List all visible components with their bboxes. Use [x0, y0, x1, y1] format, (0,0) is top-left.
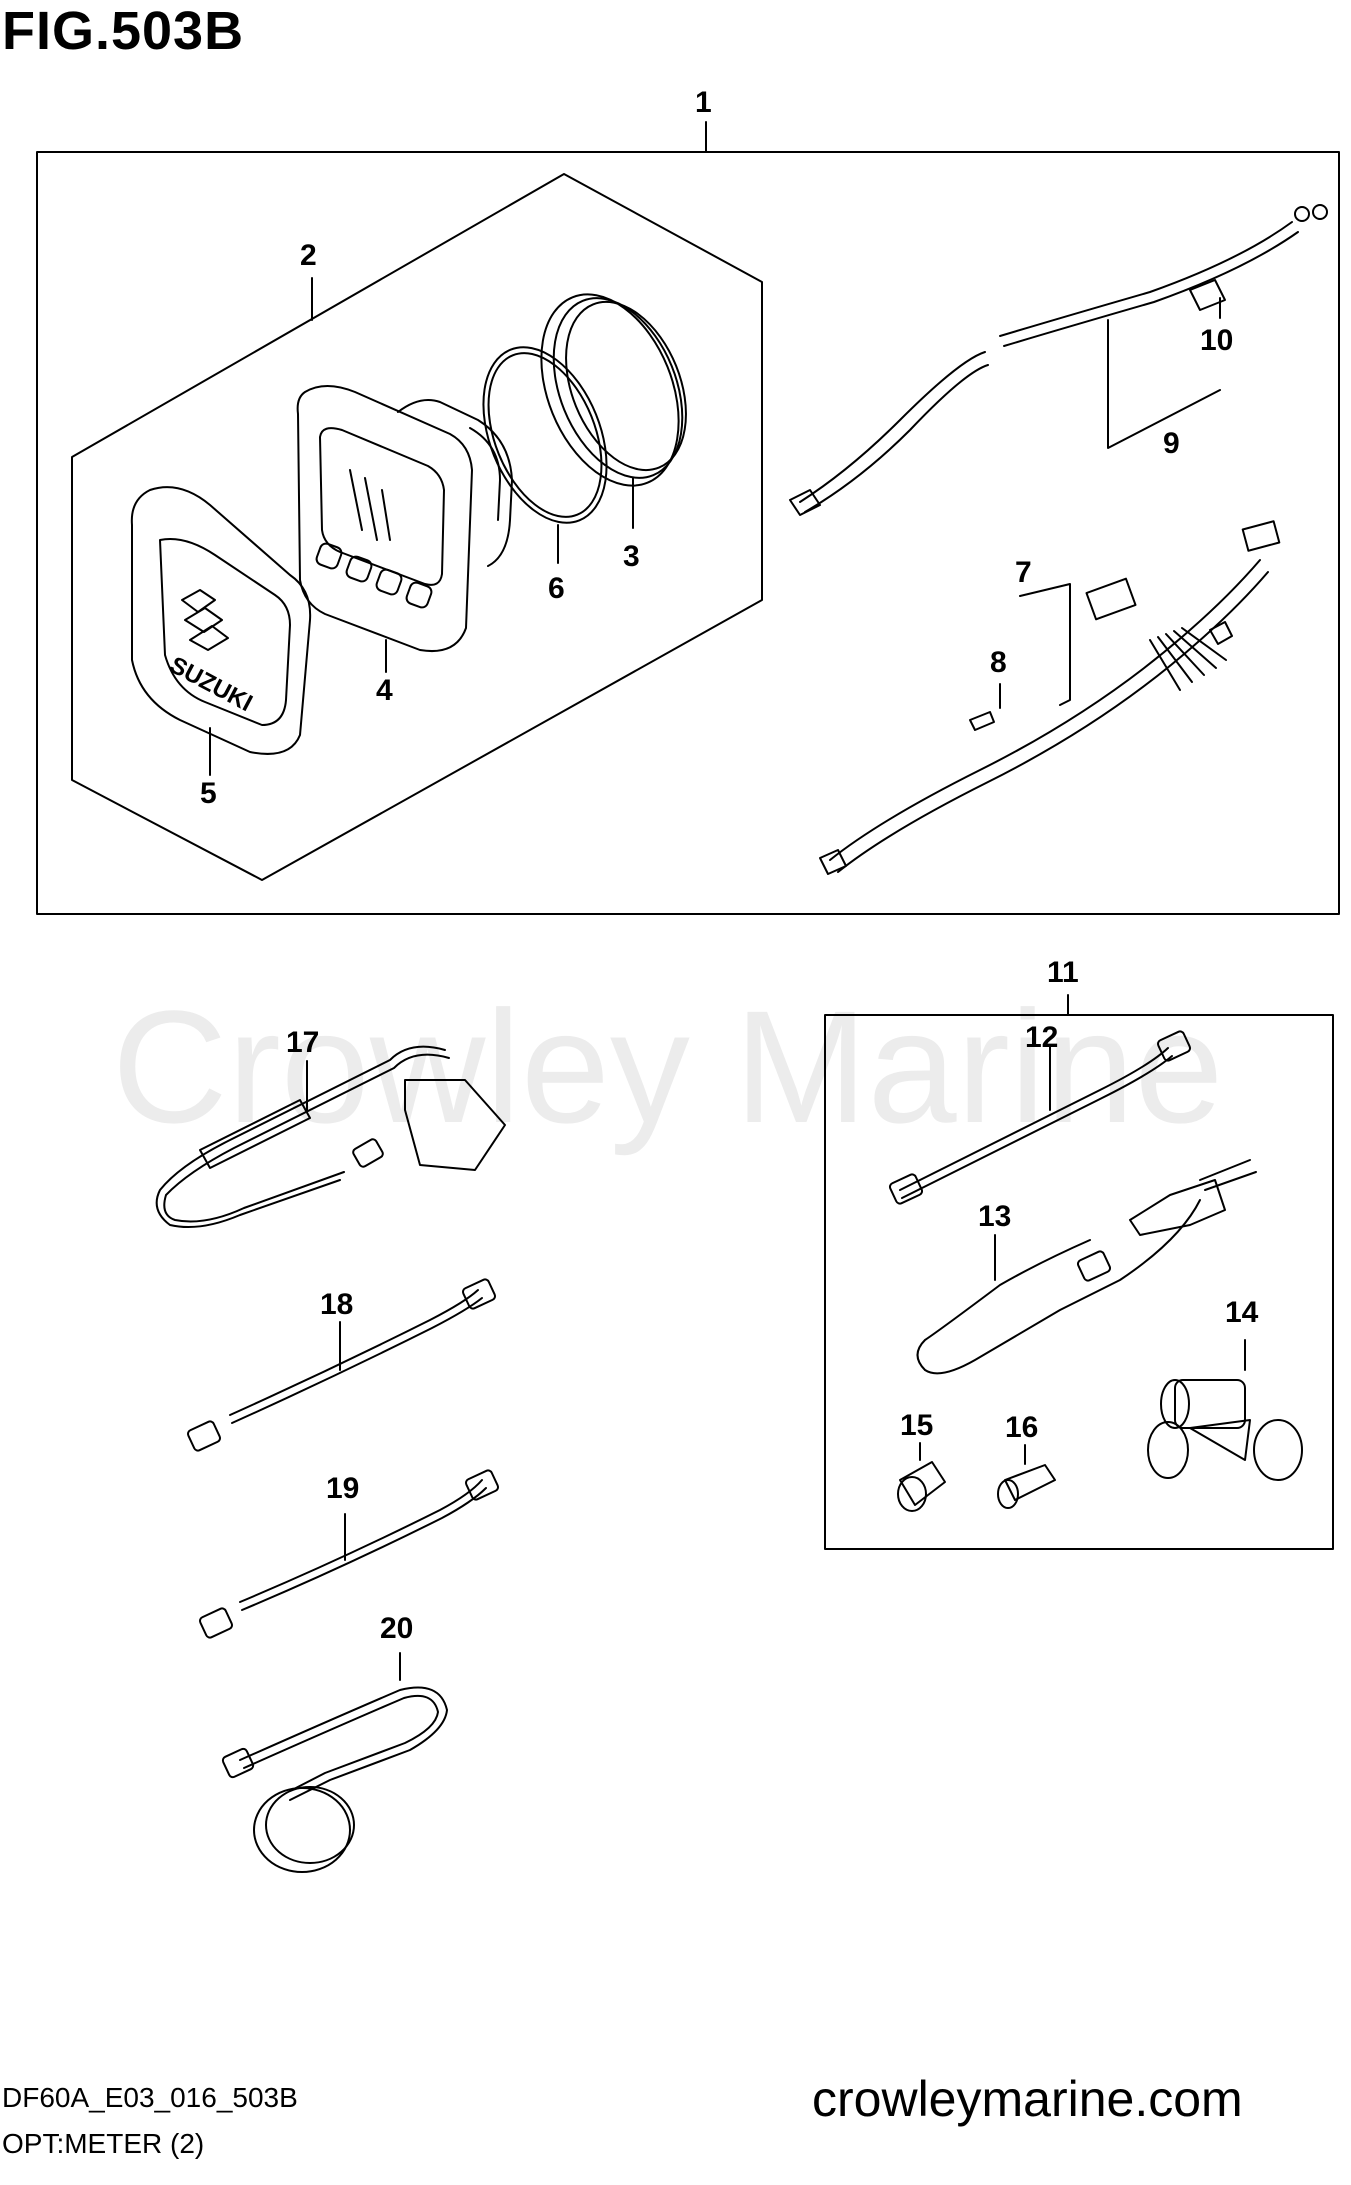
callout-11: 11 [1047, 956, 1079, 989]
callout-17: 17 [286, 1026, 319, 1059]
callout-16: 16 [1005, 1411, 1038, 1444]
callout-9: 9 [1163, 427, 1180, 460]
cable-18-part [186, 1278, 497, 1452]
tee-14-part [1147, 1339, 1303, 1481]
kit-box [36, 151, 1340, 915]
callout-19: 19 [326, 1472, 359, 1505]
meter-part [296, 385, 513, 673]
callout-1: 1 [695, 86, 712, 119]
callout-13: 13 [978, 1200, 1011, 1233]
lock-ring-part [540, 293, 687, 529]
figure-subtitle: OPT:METER (2) [2, 2128, 205, 2159]
callout-12: 12 [1025, 1021, 1058, 1054]
cover-part [130, 486, 312, 776]
meter-assembly-outline [71, 173, 763, 881]
website-link[interactable]: crowleymarine.com [812, 2071, 1243, 2127]
callout-2: 2 [300, 239, 317, 272]
harness-9-part [789, 204, 1328, 516]
leader-9 [1107, 319, 1221, 449]
callout-10: 10 [1200, 324, 1233, 357]
leader-7 [1019, 583, 1071, 706]
callout-3: 3 [623, 540, 640, 573]
callout-4: 4 [376, 674, 393, 707]
cable-19-part [198, 1469, 500, 1639]
terminator-16-part [997, 1444, 1056, 1509]
callout-5: 5 [200, 777, 217, 810]
callout-18: 18 [320, 1288, 353, 1321]
callout-14: 14 [1225, 1296, 1259, 1329]
cable-12-part [888, 1030, 1192, 1205]
harness-7-part [819, 520, 1281, 875]
callout-15: 15 [900, 1409, 933, 1442]
nmea-kit-box [824, 1014, 1334, 1550]
terminator-15-part [897, 1442, 946, 1512]
cable-17-part [155, 1045, 506, 1228]
callout-6: 6 [548, 572, 565, 605]
figure-title: FIG.503B [2, 1, 245, 61]
figure-code: DF60A_E03_016_503B [2, 2082, 298, 2113]
callout-7: 7 [1015, 556, 1032, 589]
antenna-20-part [221, 1652, 448, 1873]
watermark: Crowley Marine [112, 977, 1224, 1156]
screw-8 [969, 711, 995, 731]
cable-13-part [916, 1159, 1257, 1375]
callout-20: 20 [380, 1612, 413, 1645]
callout-8: 8 [990, 646, 1007, 679]
o-ring-part [482, 346, 608, 564]
